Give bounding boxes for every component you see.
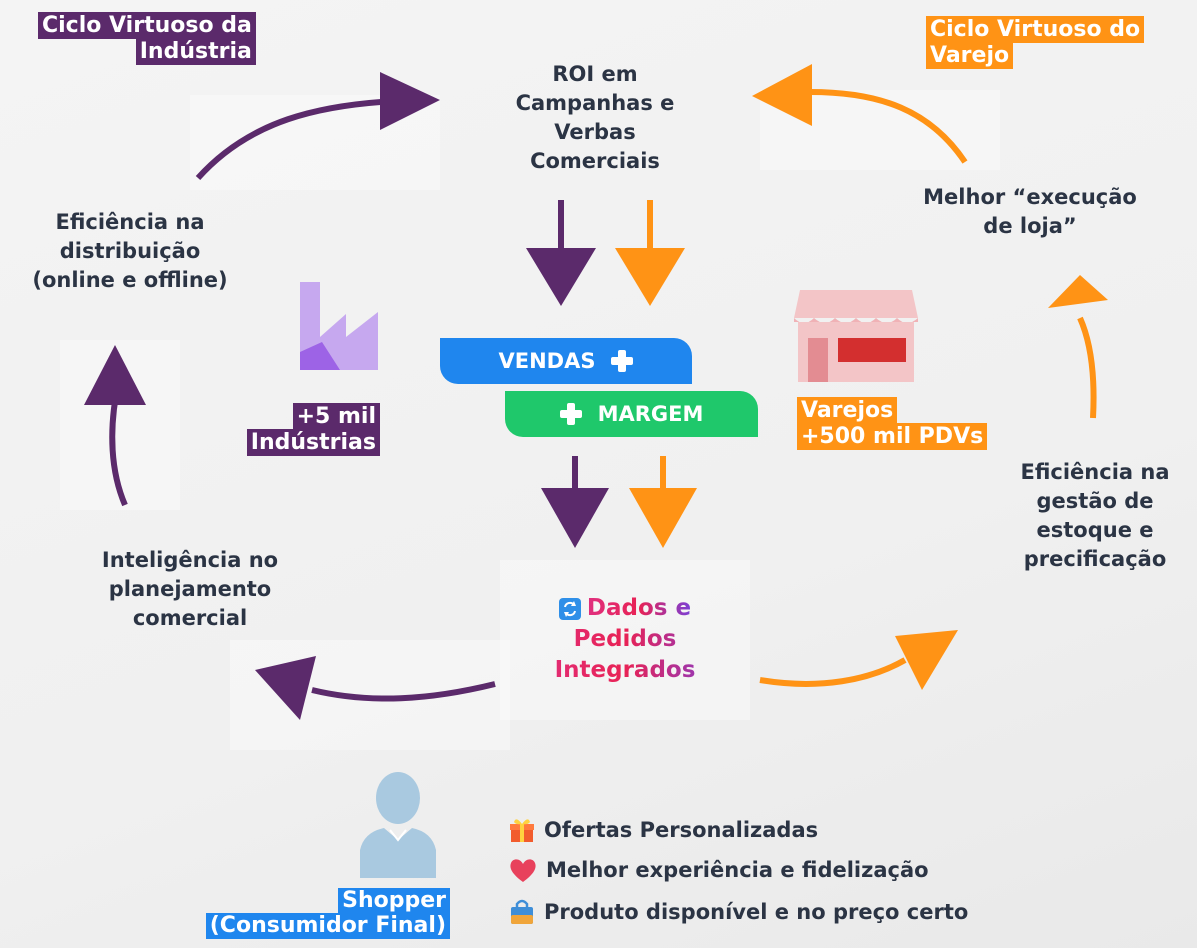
- roi-line: ROI em: [552, 62, 638, 86]
- shopper-line1: Shopper: [338, 888, 450, 914]
- gift-icon: [510, 819, 534, 842]
- retail-arrow-top: [809, 89, 968, 164]
- vendas-label: VENDAS: [498, 349, 596, 373]
- plus-icon: [559, 403, 582, 425]
- retailers-line2: +500 mil PDVs: [797, 423, 988, 450]
- benefit-item: Melhor experiência e fidelização: [508, 856, 929, 884]
- benefit-text: Ofertas Personalizadas: [544, 818, 819, 842]
- inventory-line: precificação: [1023, 547, 1167, 571]
- data-line2: Pedidos: [520, 624, 730, 655]
- heart-icon: [510, 859, 536, 882]
- integrated-data-node: Dados e Pedidos Integrados: [520, 593, 730, 686]
- benefit-text: Produto disponível e no preço certo: [544, 900, 969, 924]
- industries-line1: +5 mil: [292, 403, 380, 430]
- inventory-line: gestão de: [1036, 489, 1154, 513]
- industry-cycle-label: Ciclo Virtuoso da Indústria: [38, 12, 256, 65]
- store-execution-line: Melhor “execução: [923, 185, 1137, 209]
- orange-down-arrow-bottom-head: [629, 488, 697, 548]
- benefit-item: Ofertas Personalizadas: [508, 816, 818, 844]
- orange-down-arrow-top-head: [615, 248, 685, 306]
- inventory-node: Eficiência na gestão de estoque e precif…: [1000, 458, 1190, 574]
- retailers-line1: Varejos: [797, 397, 898, 424]
- margem-label: MARGEM: [597, 402, 704, 426]
- store-execution-line: de loja”: [983, 214, 1077, 238]
- store-execution-node: Melhor “execução de loja”: [905, 183, 1155, 241]
- data-line3: Integrados: [520, 655, 730, 686]
- retail-arrowhead-right: [1048, 275, 1108, 308]
- person-icon: [360, 772, 436, 878]
- data-line1: Dados e: [587, 593, 691, 624]
- inventory-line: estoque e: [1036, 518, 1154, 542]
- purple-down-arrow-bottom-head: [541, 488, 609, 548]
- distribution-node: Eficiência na distribuição (online e off…: [10, 208, 250, 295]
- industries-label: +5 mil Indústrias: [243, 403, 380, 456]
- retail-arrowhead-bottom: [895, 630, 958, 690]
- plus-icon: [611, 350, 634, 372]
- industries-line2: Indústrias: [246, 429, 380, 456]
- industry-arrowhead-top: [380, 72, 440, 130]
- retail-arrowhead-top: [752, 64, 812, 126]
- distribution-line: distribuição: [59, 239, 201, 263]
- store-icon: [794, 290, 918, 382]
- industry-cycle-line2: Indústria: [135, 38, 256, 65]
- distribution-line: Eficiência na: [55, 210, 205, 234]
- benefit-text: Melhor experiência e fidelização: [546, 858, 929, 882]
- roi-node: ROI em Campanhas e Verbas Comerciais: [470, 60, 720, 176]
- benefit-item: Produto disponível e no preço certo: [508, 898, 968, 926]
- shopper-label: Shopper (Consumidor Final): [190, 888, 450, 939]
- margem-pill: MARGEM: [505, 391, 758, 437]
- distribution-line: (online e offline): [32, 268, 228, 292]
- ghost-panel: [500, 560, 750, 720]
- ghost-panel: [230, 640, 510, 750]
- industry-arrowhead-bottom: [255, 656, 316, 720]
- industry-arrow-bottom: [311, 681, 496, 702]
- roi-line: Campanhas e: [515, 91, 675, 115]
- vendas-pill: VENDAS: [440, 338, 692, 384]
- inventory-line: Eficiência na: [1020, 460, 1170, 484]
- shopping-bag-icon: [511, 899, 533, 924]
- industry-arrow-top: [195, 98, 396, 181]
- roi-line: Verbas: [554, 120, 636, 144]
- retail-cycle-line1: Ciclo Virtuoso do: [926, 16, 1145, 43]
- planning-line: planejamento: [108, 577, 272, 601]
- industry-arrow-left: [109, 394, 128, 507]
- roi-line: Comerciais: [530, 149, 660, 173]
- retail-cycle-line2: Varejo: [926, 42, 1014, 69]
- industry-cycle-line1: Ciclo Virtuoso da: [38, 12, 256, 39]
- retail-arrow-right: [1077, 316, 1097, 419]
- sync-icon: [558, 597, 581, 620]
- planning-node: Inteligência no planejamento comercial: [70, 546, 310, 633]
- retailers-label: Varejos +500 mil PDVs: [797, 397, 988, 450]
- industry-arrowhead-left: [84, 345, 146, 405]
- shopper-line2: (Consumidor Final): [205, 913, 450, 939]
- purple-down-arrow-top-head: [526, 248, 596, 306]
- factory-icon: [300, 282, 378, 370]
- retail-arrow-bottom: [759, 657, 907, 687]
- planning-line: Inteligência no: [101, 548, 279, 572]
- retail-cycle-label: Ciclo Virtuoso do Varejo: [926, 16, 1145, 69]
- planning-line: comercial: [132, 606, 248, 630]
